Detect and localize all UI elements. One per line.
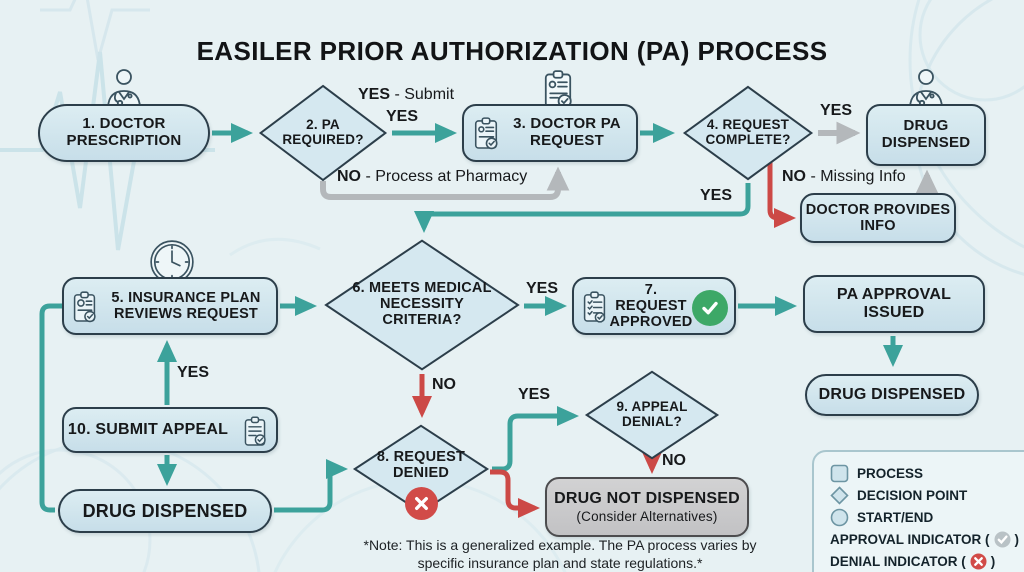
node-drug-dispensed-right: DRUG DISPENSED [805,374,979,416]
doctor-icon [101,68,147,108]
pa-request-clipboard-icon [472,117,500,151]
node-doctor-prescription: 1. DOCTOR PRESCRIPTION [38,104,210,162]
arrow-8-no-to-not-dispensed [490,469,540,518]
edge-label-yes: YES [518,386,551,403]
node-insurance-plan-reviews: 5. INSURANCE PLAN REVIEWS REQUEST [62,277,278,335]
appeal-clipboard-icon [242,416,268,448]
node-drug-not-dispensed: DRUG NOT DISPENSED (Consider Alternative… [545,477,749,537]
arrow-8-yes-to-9 [492,406,579,472]
edge-label-yes: YES [820,102,853,119]
process-square-icon [830,464,849,483]
legend-item-denial: DENIAL INDICATOR ( ) [830,553,996,570]
edge-label-no: NO [432,376,456,393]
start-end-circle-icon [830,508,849,527]
decision-diamond-icon [830,485,849,505]
edge-label-yes: YES [177,364,210,381]
approval-check-icon [994,531,1011,548]
node-request-complete: 4. REQUEST COMPLETE? [682,85,814,181]
legend-item-decision: DECISION POINT [830,484,1024,506]
arrow-4-yes-to-6 [414,183,751,233]
node-doctor-pa-request: 3. DOCTOR PA REQUEST [462,104,638,162]
denial-x-icon [970,553,987,570]
node-appeal-denial: 9. APPEAL DENIAL? [584,370,720,460]
arrow-drug-left-to-8 [274,459,348,513]
edge-label-yes-submit: YES - Submit [358,86,455,103]
checklist-clipboard-icon [581,291,608,324]
node-pa-approval-issued: PA APPROVAL ISSUED [803,275,985,333]
page-title: EASILER PRIOR AUTHORIZATION (PA) PROCESS [196,36,828,66]
node-request-denied: 8. REQUEST DENIED [352,424,490,514]
node-meets-criteria: 6. MEETS MEDICAL NECESSITY CRITERIA? [322,238,522,372]
denial-x-badge [405,487,438,520]
footnote-line2: specific insurance plan and state regula… [417,554,703,571]
legend-item-approval: APPROVAL INDICATOR ( ) [830,531,1020,548]
doctor-icon [903,68,949,108]
node-request-approved: 7. REQUEST APPROVED [572,277,736,335]
legend-item-process: PROCESS [830,462,1024,484]
edge-label-yes: YES [700,187,733,204]
node-drug-dispensed-top: DRUG DISPENSED [866,104,986,166]
edge-label-no: NO [662,452,686,469]
edge-label-yes: YES [386,108,419,125]
edge-label-yes: YES [526,280,559,297]
node-drug-dispensed-left: DRUG DISPENSED [58,489,272,533]
node-pa-required: 2. PA REQUIRED? [258,84,388,182]
connector-5-to-drug-left [39,303,62,513]
node-submit-appeal: 10. SUBMIT APPEAL [62,407,278,453]
clock-icon [148,238,196,286]
edge-label-no-pharmacy: NO - Process at Pharmacy [337,168,528,185]
review-clipboard-icon [71,291,98,324]
footnote-line1: *Note: This is a generalized example. Th… [363,537,757,553]
arrow-2-no-to-3 [320,166,570,200]
node-doctor-provides-info: DOCTOR PROVIDES INFO [800,193,956,243]
legend-panel: PROCESS DECISION POINT START/END APPROVA… [812,450,1024,572]
arrow-4-no-to-provides-info [767,160,796,228]
legend-item-start-end: START/END [830,506,1024,528]
pa-request-clipboard-icon [540,70,576,110]
footnote: *Note: This is a generalized example. Th… [300,537,820,572]
edge-label-no-missing-info: NO - Missing Info [782,168,906,185]
approval-check-badge [692,290,728,326]
